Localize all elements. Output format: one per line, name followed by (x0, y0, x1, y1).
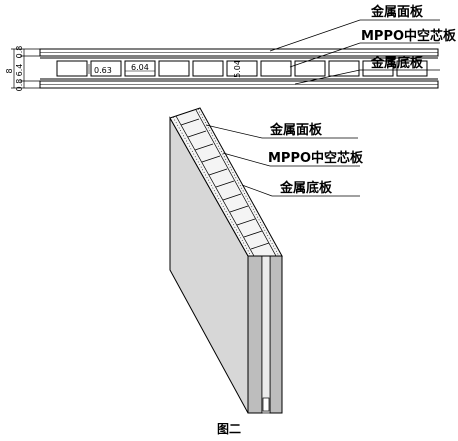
iso-core-label: MPPO中空芯板 (268, 150, 364, 166)
iso-bottom-skin-label: 金属底板 (279, 180, 333, 196)
iso-leaders (205, 124, 360, 197)
iso-top-skin-label: 金属面板 (269, 122, 323, 138)
core-cells (56, 60, 428, 77)
dim-wall-label: 0.63 (94, 66, 112, 75)
dim-mid-label: 6.4 (15, 64, 24, 77)
dim-cell-width-label: 6.04 (131, 63, 149, 72)
cross-bottom-skin-label: 金属底板 (370, 55, 424, 71)
dim-total-label: 8 (5, 68, 14, 73)
dim-bottom-label: 0.8 (15, 79, 24, 92)
left-dimensions (11, 48, 40, 89)
isometric-panel-drawing: 金属面板 MPPO中空芯板 金属底板 (169, 107, 364, 414)
panel-edge-left (247, 255, 263, 414)
panel-edge-right (269, 255, 283, 414)
figure-caption: 图二 (217, 422, 241, 436)
cross-section-drawing: 8 0.8 6.4 0.8 0.63 6.04 5.04 金属面板 MPPO中空… (5, 4, 457, 91)
cross-top-skin-label: 金属面板 (370, 4, 424, 20)
cross-section-leaders (269, 19, 440, 85)
iso-core-cells (180, 118, 270, 250)
dim-cell-height-label: 5.04 (233, 60, 242, 78)
cross-core-label: MPPO中空芯板 (361, 28, 457, 44)
dim-top-label: 0.8 (15, 46, 24, 59)
